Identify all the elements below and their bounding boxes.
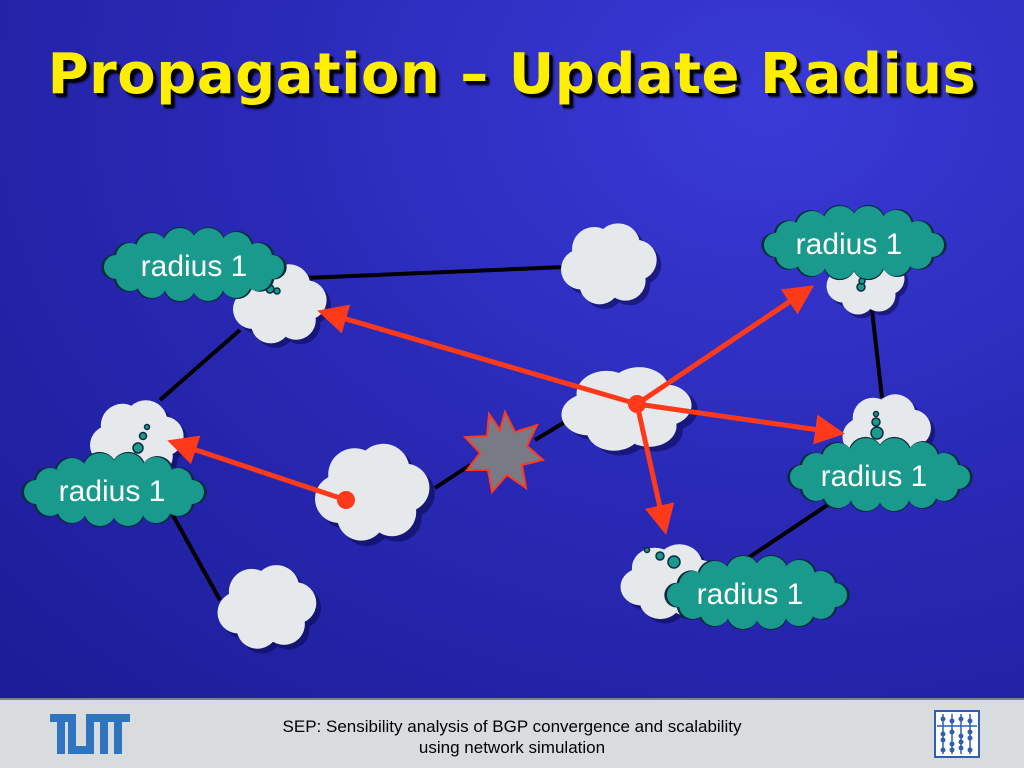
slide-title: Propagation – Update Radius: [47, 42, 977, 107]
slide: radius 1 radius 1 radius 1 radius 1 radi…: [0, 0, 1024, 698]
arrow-to-bottom: [634, 403, 675, 535]
arrow-to-right: [636, 401, 845, 445]
network-links: [158, 265, 884, 601]
footer-text: SEP: Sensibility analysis of BGP converg…: [200, 716, 824, 758]
bubble-top-left: radius 1: [101, 226, 287, 303]
link-topleft-left: [158, 328, 242, 402]
bubble-bottom: radius 1: [664, 554, 850, 631]
cloud-top-middle: [561, 223, 662, 309]
tum-logo: [50, 714, 130, 754]
arrow-to-left: [167, 435, 347, 503]
link-topright-right: [870, 309, 884, 399]
abacus-logo: [934, 710, 980, 758]
bubble-left: radius 1: [21, 451, 207, 528]
footer-line-1: SEP: Sensibility analysis of BGP converg…: [282, 717, 742, 736]
link-left-bottomleft: [168, 509, 222, 601]
bubble-right: radius 1: [787, 436, 973, 513]
bubble-top-left-label: radius 1: [141, 250, 248, 283]
bubble-right-label: radius 1: [821, 460, 928, 493]
link-right-bottom: [743, 498, 837, 562]
origin-dot-left: [337, 491, 355, 509]
bubble-top-right: radius 1: [761, 204, 947, 281]
arrow-to-top-right: [635, 285, 815, 407]
origin-dot-center: [628, 395, 646, 413]
bubble-left-label: radius 1: [59, 475, 166, 508]
link-star-midleft: [433, 463, 472, 490]
link-center-star: [533, 420, 567, 442]
footer-line-2: using network simulation: [418, 738, 606, 757]
bubble-top-right-label: radius 1: [796, 228, 903, 261]
link-topleft-top: [304, 265, 566, 280]
cloud-bottom-left: [217, 565, 322, 654]
arrow-to-top-left: [317, 304, 638, 407]
footer: SEP: Sensibility analysis of BGP converg…: [0, 698, 1024, 768]
explosion-icon: [462, 409, 546, 495]
bubble-bottom-label: radius 1: [697, 578, 804, 611]
propagation-arrows: [167, 285, 845, 535]
network-diagram: radius 1 radius 1 radius 1 radius 1 radi…: [21, 204, 973, 654]
